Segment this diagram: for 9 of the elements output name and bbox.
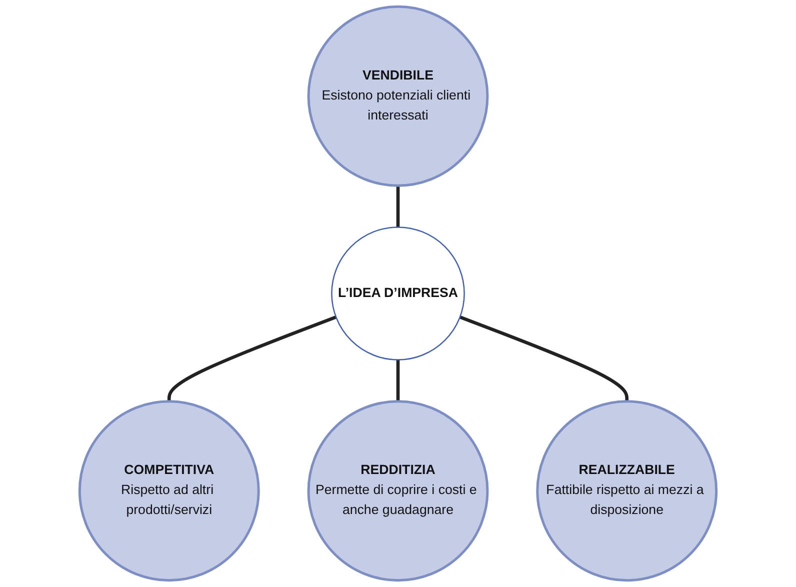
connector	[167, 316, 337, 402]
node-circle: REDDITIZIA Permette di coprire i costi e anche guadagnare	[307, 400, 489, 582]
connector	[396, 186, 400, 228]
connector	[396, 360, 400, 402]
node-circle: REALIZZABILE Fattibile rispetto ai mezzi a disposizione	[536, 400, 718, 582]
node-circle: L’IDEA D’IMPRESA	[331, 226, 465, 360]
node-circle: VENDIBILE Esistono potenziali clienti interessati	[307, 5, 489, 187]
node-circle: COMPETITIVA Rispetto ad altri prodotti/servizi	[78, 400, 260, 582]
connector	[459, 316, 629, 402]
